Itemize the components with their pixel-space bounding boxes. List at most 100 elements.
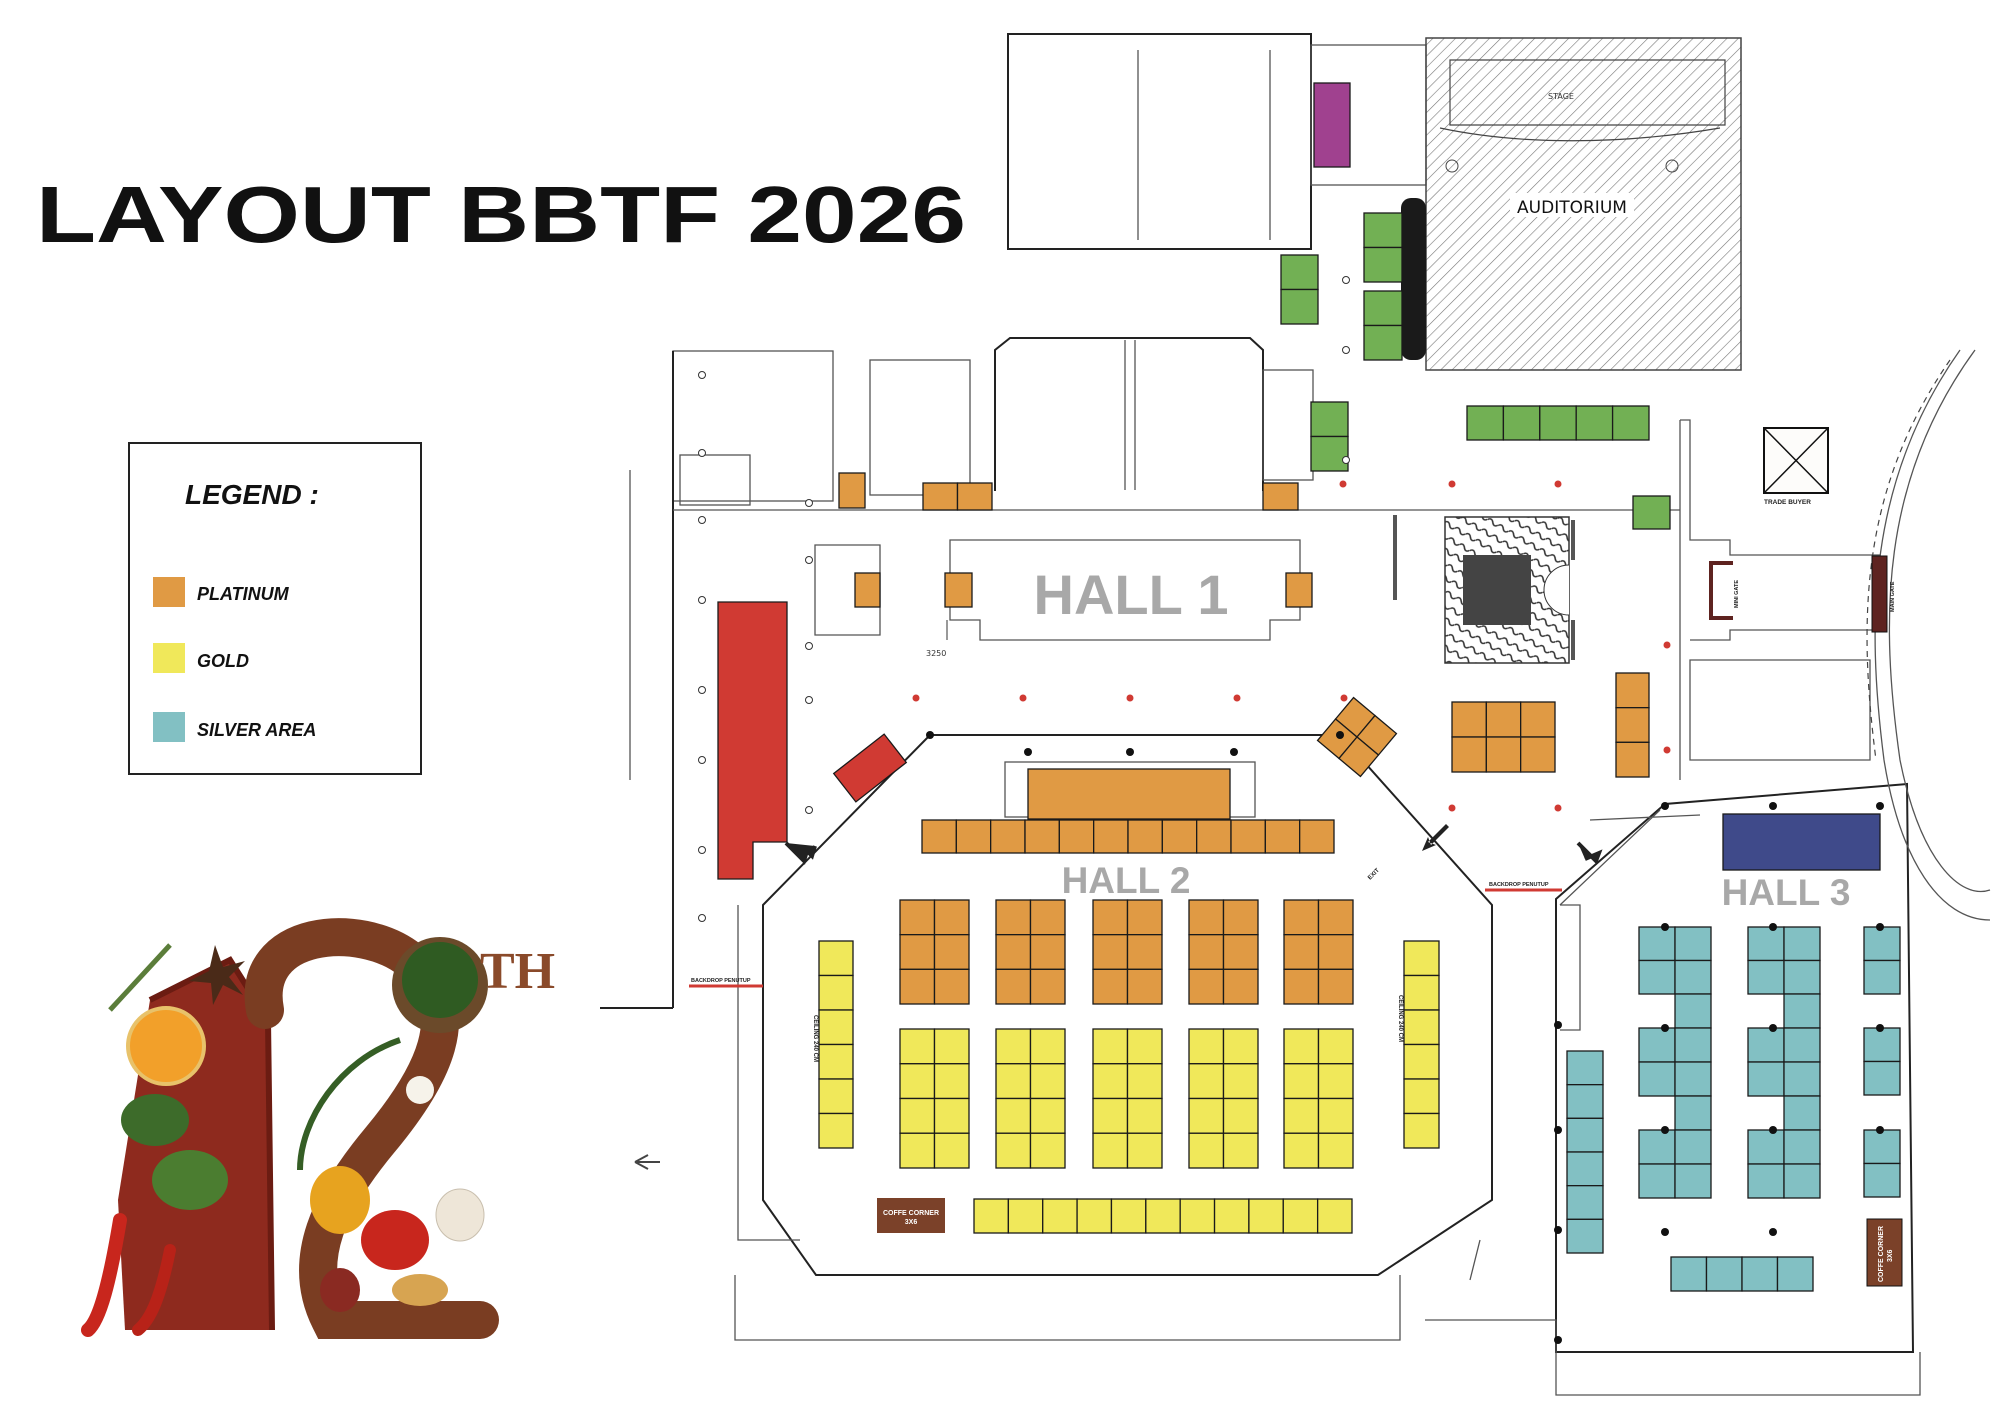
booth-gold[interactable] xyxy=(1029,1097,1066,1134)
booth-platinum[interactable] xyxy=(1196,819,1232,854)
booth-gold[interactable] xyxy=(1283,1063,1320,1100)
booth-gold[interactable] xyxy=(1092,1028,1129,1065)
booth-green[interactable] xyxy=(1632,495,1671,530)
booth-silver[interactable] xyxy=(1783,1061,1821,1097)
booth-platinum[interactable] xyxy=(1283,968,1320,1005)
booth-platinum[interactable] xyxy=(1262,482,1299,511)
booth-platinum[interactable] xyxy=(1451,736,1487,773)
booth-gold[interactable] xyxy=(1092,1097,1129,1134)
booth-platinum[interactable] xyxy=(1027,768,1231,820)
booth-platinum[interactable] xyxy=(1093,819,1129,854)
booth-platinum[interactable] xyxy=(944,572,973,608)
booth-silver[interactable] xyxy=(1783,1163,1821,1199)
booth-silver[interactable] xyxy=(1863,1129,1901,1165)
booth-silver[interactable] xyxy=(1566,1185,1604,1220)
booth-gold[interactable] xyxy=(1316,1198,1353,1234)
booth-platinum[interactable] xyxy=(1126,934,1163,970)
booth-gold[interactable] xyxy=(933,1097,970,1134)
booth-gold[interactable] xyxy=(1403,1112,1440,1149)
booth-silver[interactable] xyxy=(1863,1162,1901,1198)
booth-platinum[interactable] xyxy=(1615,741,1650,778)
booth-platinum[interactable] xyxy=(1615,672,1650,709)
booth-silver[interactable] xyxy=(1566,1117,1604,1153)
booth-gold[interactable] xyxy=(1403,940,1440,977)
booth-green[interactable] xyxy=(1310,435,1349,472)
booth-gold[interactable] xyxy=(1403,1009,1440,1046)
booth-gold[interactable] xyxy=(1126,1028,1163,1065)
booth-blue[interactable] xyxy=(1722,813,1881,871)
booth-gold[interactable] xyxy=(899,1028,936,1065)
booth-gold[interactable] xyxy=(1126,1097,1163,1134)
booth-platinum[interactable] xyxy=(1285,572,1313,608)
booth-gold[interactable] xyxy=(995,1063,1032,1100)
booth-platinum[interactable] xyxy=(1451,701,1487,738)
booth-platinum[interactable] xyxy=(933,899,970,936)
booth-platinum[interactable] xyxy=(1317,934,1354,970)
booth-silver[interactable] xyxy=(1638,1027,1676,1063)
booth-gold[interactable] xyxy=(899,1097,936,1134)
booth-platinum[interactable] xyxy=(1283,899,1320,936)
booth-silver[interactable] xyxy=(1747,926,1785,962)
booth-platinum[interactable] xyxy=(1092,968,1129,1005)
booth-platinum[interactable] xyxy=(899,934,936,970)
booth-green[interactable] xyxy=(1611,405,1650,441)
booth-red[interactable] xyxy=(717,601,788,880)
booth-gold[interactable] xyxy=(1188,1097,1225,1134)
booth-platinum[interactable] xyxy=(1338,736,1380,778)
booth-green[interactable] xyxy=(1280,254,1319,291)
booth-green[interactable] xyxy=(1363,324,1403,361)
booth-platinum[interactable] xyxy=(1092,934,1129,970)
booth-silver[interactable] xyxy=(1638,959,1676,995)
booth-platinum[interactable] xyxy=(1161,819,1198,854)
booth-gold[interactable] xyxy=(995,1132,1032,1169)
booth-silver[interactable] xyxy=(1566,1218,1604,1254)
booth-gold[interactable] xyxy=(1222,1097,1259,1134)
booth-platinum[interactable] xyxy=(933,968,970,1005)
booth-platinum[interactable] xyxy=(1222,968,1259,1005)
booth-gold[interactable] xyxy=(1007,1198,1044,1234)
booth-green[interactable] xyxy=(1575,405,1614,441)
booth-silver[interactable] xyxy=(1863,1027,1901,1063)
booth-gold[interactable] xyxy=(818,1009,854,1046)
booth-green[interactable] xyxy=(1363,212,1403,249)
booth-platinum[interactable] xyxy=(995,968,1032,1005)
booth-platinum[interactable] xyxy=(933,934,970,970)
booth-platinum[interactable] xyxy=(1317,968,1354,1005)
booth-green[interactable] xyxy=(1363,246,1403,283)
booth-platinum[interactable] xyxy=(1188,899,1225,936)
booth-gold[interactable] xyxy=(933,1063,970,1100)
booth-silver[interactable] xyxy=(1747,1163,1785,1199)
booth-gold[interactable] xyxy=(818,1078,854,1115)
booth-green[interactable] xyxy=(1310,401,1349,438)
booth-gold[interactable] xyxy=(1317,1132,1354,1169)
booth-gold[interactable] xyxy=(1213,1198,1250,1234)
booth-gold[interactable] xyxy=(1042,1198,1078,1234)
booth-platinum[interactable] xyxy=(1299,819,1335,854)
booth-silver[interactable] xyxy=(1783,959,1821,995)
booth-gold[interactable] xyxy=(1317,1097,1354,1134)
booth-silver[interactable] xyxy=(1747,1061,1785,1097)
booth-platinum[interactable] xyxy=(921,819,957,854)
booth-green[interactable] xyxy=(1466,405,1505,441)
booth-platinum[interactable] xyxy=(1230,819,1266,854)
booth-gold[interactable] xyxy=(1283,1132,1320,1169)
booth-platinum[interactable] xyxy=(1029,899,1066,936)
booth-gold[interactable] xyxy=(1110,1198,1147,1234)
booth-gold[interactable] xyxy=(1092,1132,1129,1169)
booth-gold[interactable] xyxy=(1403,974,1440,1011)
booth-silver[interactable] xyxy=(1747,1129,1785,1165)
booth-platinum[interactable] xyxy=(1317,899,1354,936)
booth-platinum[interactable] xyxy=(838,472,866,509)
booth-silver[interactable] xyxy=(1705,1256,1743,1292)
booth-gold[interactable] xyxy=(1283,1028,1320,1065)
booth-gold[interactable] xyxy=(1283,1097,1320,1134)
booth-silver[interactable] xyxy=(1674,1163,1712,1199)
booth-silver[interactable] xyxy=(1783,1129,1821,1165)
booth-gold[interactable] xyxy=(818,1112,854,1149)
booth-silver[interactable] xyxy=(1638,926,1676,962)
booth-silver[interactable] xyxy=(1776,1256,1814,1292)
booth-platinum[interactable] xyxy=(1024,819,1060,854)
booth-silver[interactable] xyxy=(1674,1027,1712,1063)
booth-gold[interactable] xyxy=(1282,1198,1319,1234)
booth-platinum[interactable] xyxy=(1615,707,1650,743)
